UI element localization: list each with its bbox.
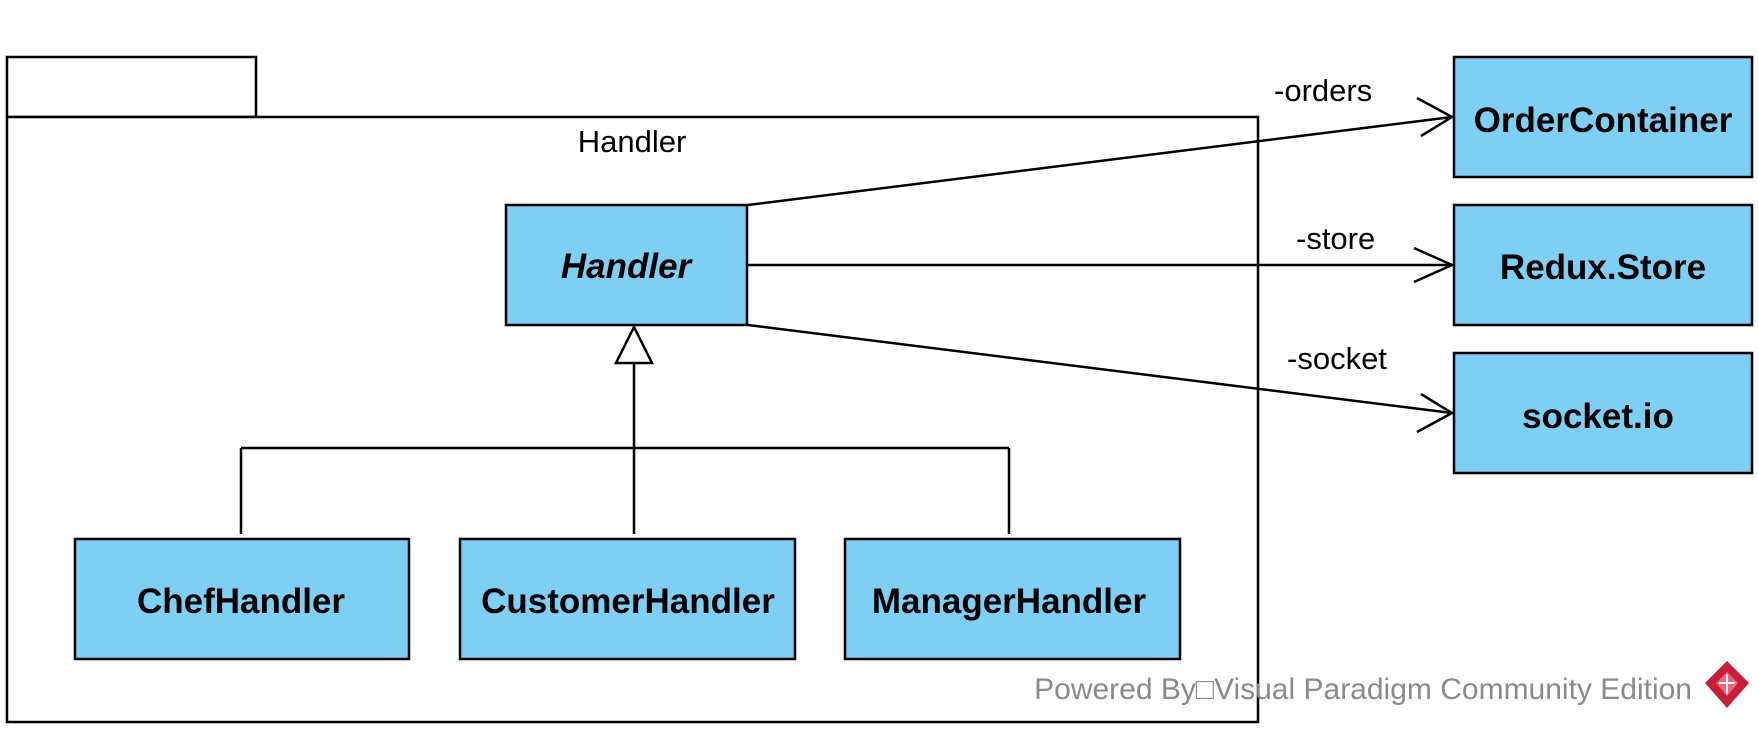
role-store: -store (1296, 221, 1375, 256)
package-tab (5, 55, 258, 119)
class-redux-store-name: Redux.Store (1500, 248, 1706, 287)
socket-arrowhead (1416, 392, 1455, 434)
class-manager-handler-name: ManagerHandler (872, 582, 1147, 621)
class-order-container[interactable]: OrderContainer (1452, 55, 1754, 179)
visual-paradigm-logo-icon (1705, 661, 1749, 708)
orders-arrowhead (1416, 96, 1455, 138)
generalization-arrowhead (613, 324, 655, 365)
class-chef-handler-name: ChefHandler (137, 582, 345, 621)
class-socket-io[interactable]: socket.io (1452, 351, 1754, 475)
class-socket-io-name: socket.io (1522, 397, 1674, 436)
association-socket[interactable] (747, 323, 1455, 434)
class-manager-handler[interactable]: ManagerHandler (843, 537, 1182, 661)
package-name: Handler (578, 124, 687, 159)
class-customer-handler-name: CustomerHandler (481, 582, 775, 621)
store-arrowhead (1413, 246, 1456, 284)
role-orders: -orders (1274, 73, 1372, 108)
watermark-text: Powered By□Visual Paradigm Community Edi… (1034, 673, 1692, 706)
class-redux-store[interactable]: Redux.Store (1452, 203, 1754, 327)
generalization-connectors (239, 324, 1011, 534)
class-handler-name: Handler (561, 247, 694, 286)
role-socket: -socket (1287, 341, 1387, 376)
class-chef-handler[interactable]: ChefHandler (73, 537, 411, 661)
class-order-container-name: OrderContainer (1474, 101, 1733, 140)
association-orders[interactable] (747, 96, 1455, 207)
association-store[interactable] (748, 246, 1456, 284)
class-handler[interactable]: Handler (504, 203, 749, 327)
class-customer-handler[interactable]: CustomerHandler (458, 537, 797, 661)
